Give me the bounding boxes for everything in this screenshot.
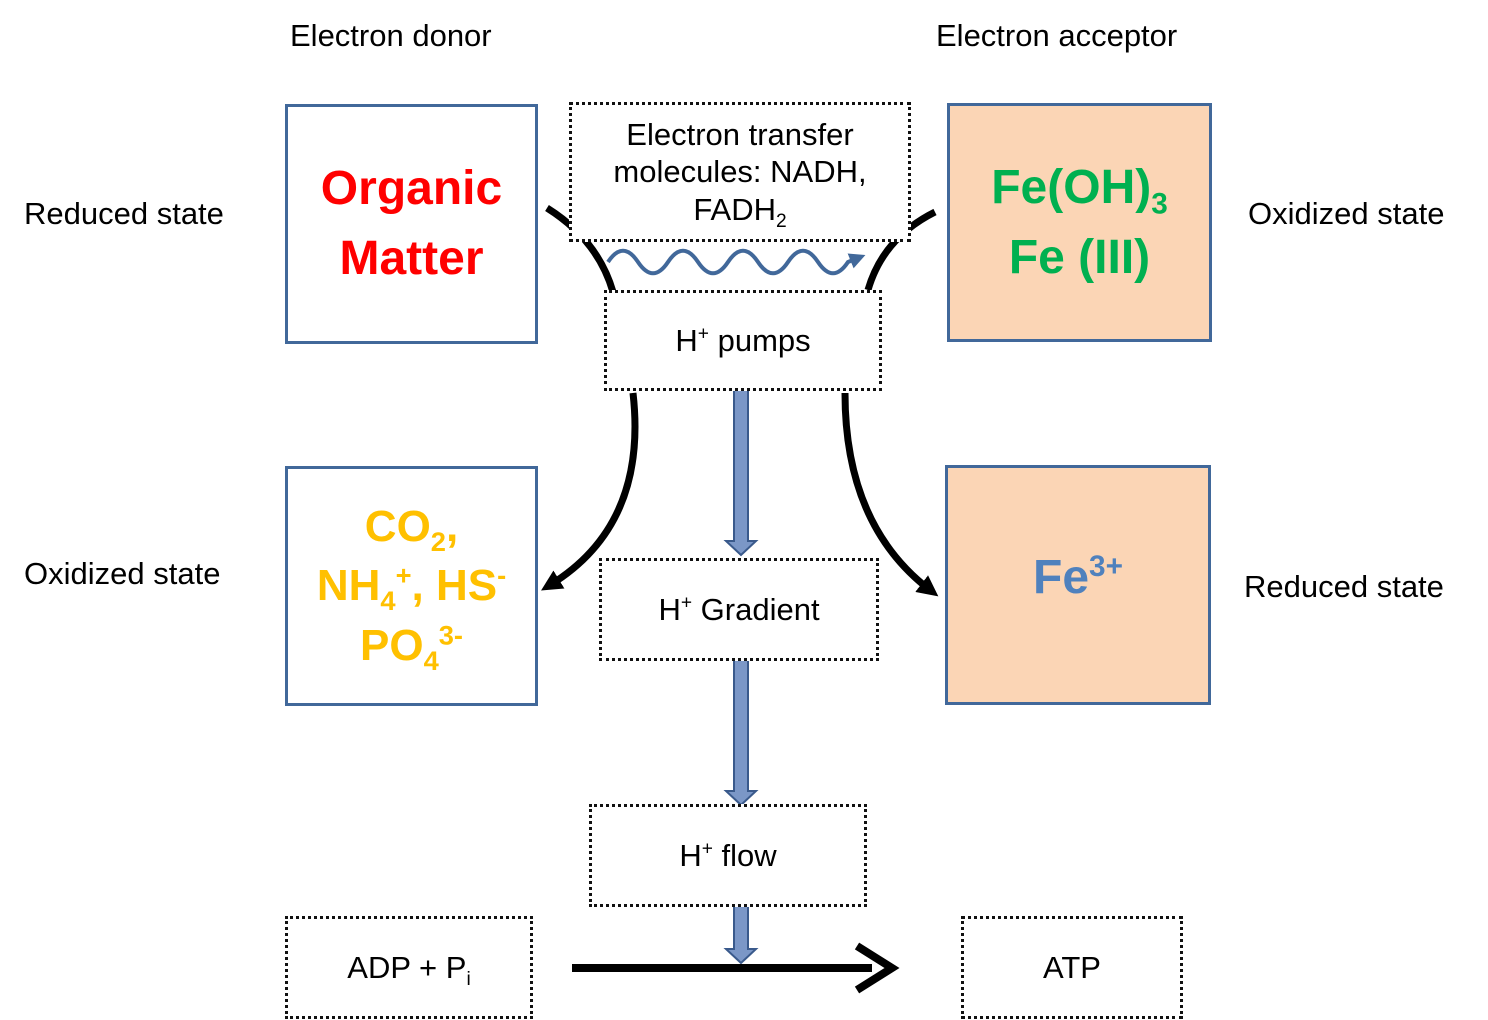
po4-line: PO43-	[360, 619, 463, 676]
adp-pi-label: ADP + Pi	[347, 949, 471, 991]
left-oxidized-state-label: Oxidized state	[24, 556, 221, 591]
electron-transfer-box: Electron transfer molecules: NADH, FADH2	[569, 102, 911, 242]
oxidized-products-text: CO2, NH4+, HS- PO43-	[317, 497, 506, 675]
adp-to-atp-arrowhead	[854, 942, 900, 994]
transfer-line-3: FADH2	[693, 191, 787, 232]
fe-oh3-line: Fe(OH)3	[991, 160, 1168, 221]
atp-label: ATP	[1043, 949, 1101, 985]
proton-pumps-label: H+ pumps	[675, 322, 811, 358]
fe-iii-line: Fe (III)	[1008, 230, 1151, 284]
organic-matter-text: Organic Matter	[321, 154, 502, 293]
right-curve-arrow	[841, 392, 939, 597]
block-arrow-gradient-to-flow	[723, 659, 759, 807]
proton-pumps-box: H+ pumps	[604, 290, 882, 391]
left-reduced-state-label: Reduced state	[24, 196, 224, 231]
iron-hydroxide-text: Fe(OH)3 Fe (III)	[991, 153, 1168, 292]
electron-acceptor-header: Electron acceptor	[936, 18, 1178, 53]
organic-matter-box: Organic Matter	[285, 104, 538, 344]
oxidized-products-box: CO2, NH4+, HS- PO43-	[285, 466, 538, 706]
left-curve-arrow	[541, 392, 639, 591]
right-oxidized-state-label: Oxidized state	[1248, 196, 1445, 231]
proton-flow-box: H+ flow	[589, 804, 867, 907]
organic-line: Organic	[320, 162, 503, 216]
block-arrow-pumps-to-gradient	[723, 388, 759, 557]
iron-hydroxide-box: Fe(OH)3 Fe (III)	[947, 103, 1212, 342]
atp-box: ATP	[961, 916, 1183, 1019]
adp-pi-box: ADP + Pi	[285, 916, 533, 1019]
nh4-hs-line: NH4+, HS-	[316, 559, 507, 617]
transfer-line-2: molecules: NADH,	[613, 154, 867, 190]
electron-transfer-text: Electron transfer molecules: NADH, FADH2	[613, 116, 867, 232]
right-reduced-state-label: Reduced state	[1244, 569, 1444, 604]
block-arrow-flow-to-atp-line	[723, 905, 759, 965]
proton-gradient-box: H+ Gradient	[599, 558, 879, 661]
right-upper-arc	[864, 208, 937, 291]
transfer-line-1: Electron transfer	[626, 117, 854, 153]
electron-donor-header: Electron donor	[290, 18, 492, 53]
proton-gradient-label: H+ Gradient	[658, 591, 820, 627]
wavy-electron-arrow	[606, 248, 866, 276]
proton-flow-label: H+ flow	[679, 837, 777, 873]
matter-line: Matter	[339, 232, 484, 285]
reduced-iron-text: Fe3+	[1033, 550, 1123, 605]
co2-line: CO2,	[364, 501, 459, 557]
left-upper-arc	[545, 205, 617, 293]
reduced-iron-box: Fe3+	[945, 465, 1211, 705]
